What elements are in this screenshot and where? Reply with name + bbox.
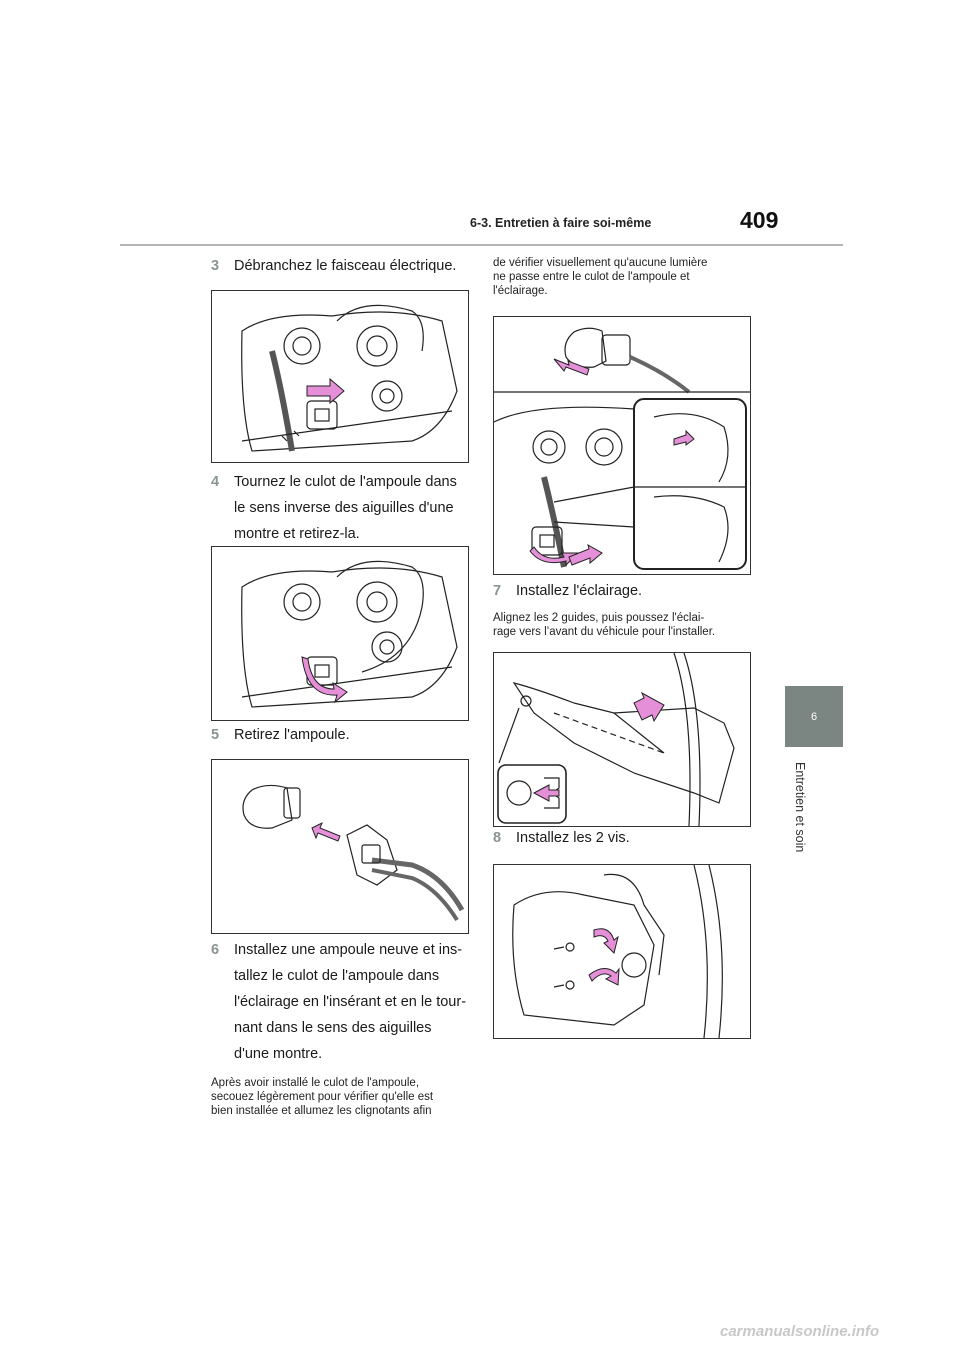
step-8: 8 Installez les 2 vis.: [493, 825, 763, 851]
page-number: 409: [740, 207, 779, 233]
step-text: Retirez l'ampoule.: [234, 727, 350, 743]
step-text: Installez les 2 vis.: [516, 830, 630, 846]
figure-install-lamp: [493, 652, 751, 827]
figure-install-socket: [493, 316, 751, 575]
figure-remove-bulb: [211, 759, 469, 934]
figure-install-screws: [493, 864, 751, 1039]
step-7: 7 Installez l'éclairage.: [493, 578, 763, 604]
install-lamp-illustration: [497, 653, 735, 826]
step-text: Débranchez le faisceau électrique.: [234, 258, 457, 274]
step-number: 6: [211, 942, 220, 958]
step-text-line-3: montre et retirez-la.: [234, 526, 360, 542]
install-screws-illustration: [512, 865, 723, 1038]
step-3: 3 Débranchez le faisceau électrique.: [211, 253, 481, 279]
watermark-text: carmanualsonline.info: [720, 1323, 880, 1340]
note-line: secouez légèrement pour vérifier qu'elle…: [211, 1091, 434, 1103]
note-line: bien installée et allumez les clignotant…: [211, 1105, 432, 1117]
note-line: ne passe entre le culot de l'ampoule et: [493, 271, 690, 283]
note-line: Après avoir installé le culot de l'ampou…: [211, 1077, 420, 1089]
step-text-line-5: d'une montre.: [234, 1046, 323, 1062]
figure-disconnect-harness: [211, 290, 469, 463]
step-number: 5: [211, 727, 220, 743]
step-text-line-2: le sens inverse des aiguilles d'une: [234, 500, 454, 516]
section-title: 6-3. Entretien à faire soi-même: [470, 216, 652, 230]
note-line: de vérifier visuellement qu'aucune lumiè…: [493, 257, 708, 269]
install-socket-illustration: [494, 327, 750, 570]
note-line: Alignez les 2 guides, puis poussez l'écl…: [493, 612, 705, 624]
header-rule: [120, 244, 843, 246]
step-text-line-2: tallez le culot de l'ampoule dans: [234, 968, 440, 984]
step-number: 4: [211, 474, 220, 490]
figure-rotate-socket: [211, 546, 469, 721]
chapter-side-label: Entretien et soin: [791, 762, 807, 882]
note-line: l'éclairage.: [493, 285, 548, 297]
step-6: 6 Installez une ampoule neuve et ins- ta…: [211, 937, 481, 1067]
note-line: rage vers l’avant du véhicule pour l'ins…: [493, 626, 716, 638]
step-text-line-1: Tournez le culot de l'ampoule dans: [234, 474, 457, 490]
step-text-line-1: Installez une ampoule neuve et ins-: [234, 942, 463, 958]
step-text-line-4: nant dans le sens des aiguilles: [234, 1020, 432, 1036]
step-text-line-3: l'éclairage en l'insérant et en le tour-: [234, 994, 467, 1010]
step-5: 5 Retirez l'ampoule.: [211, 722, 481, 748]
step-number: 7: [493, 583, 502, 599]
step-6-note-continued: de vérifier visuellement qu'aucune lumiè…: [493, 256, 763, 298]
remove-bulb-illustration: [242, 784, 465, 922]
chapter-title: Entretien et soin: [793, 762, 807, 853]
step-7-note: Alignez les 2 guides, puis poussez l'écl…: [493, 611, 763, 639]
step-number: 3: [211, 258, 220, 274]
harness-illustration: [241, 304, 458, 452]
step-number: 8: [493, 830, 502, 846]
step-text: Installez l'éclairage.: [516, 583, 643, 599]
chapter-tab: 6: [785, 686, 843, 747]
rotate-socket-illustration: [241, 560, 458, 708]
step-4: 4 Tournez le culot de l'ampoule dans le …: [211, 469, 481, 547]
step-6-note: Après avoir installé le culot de l'ampou…: [211, 1076, 481, 1118]
